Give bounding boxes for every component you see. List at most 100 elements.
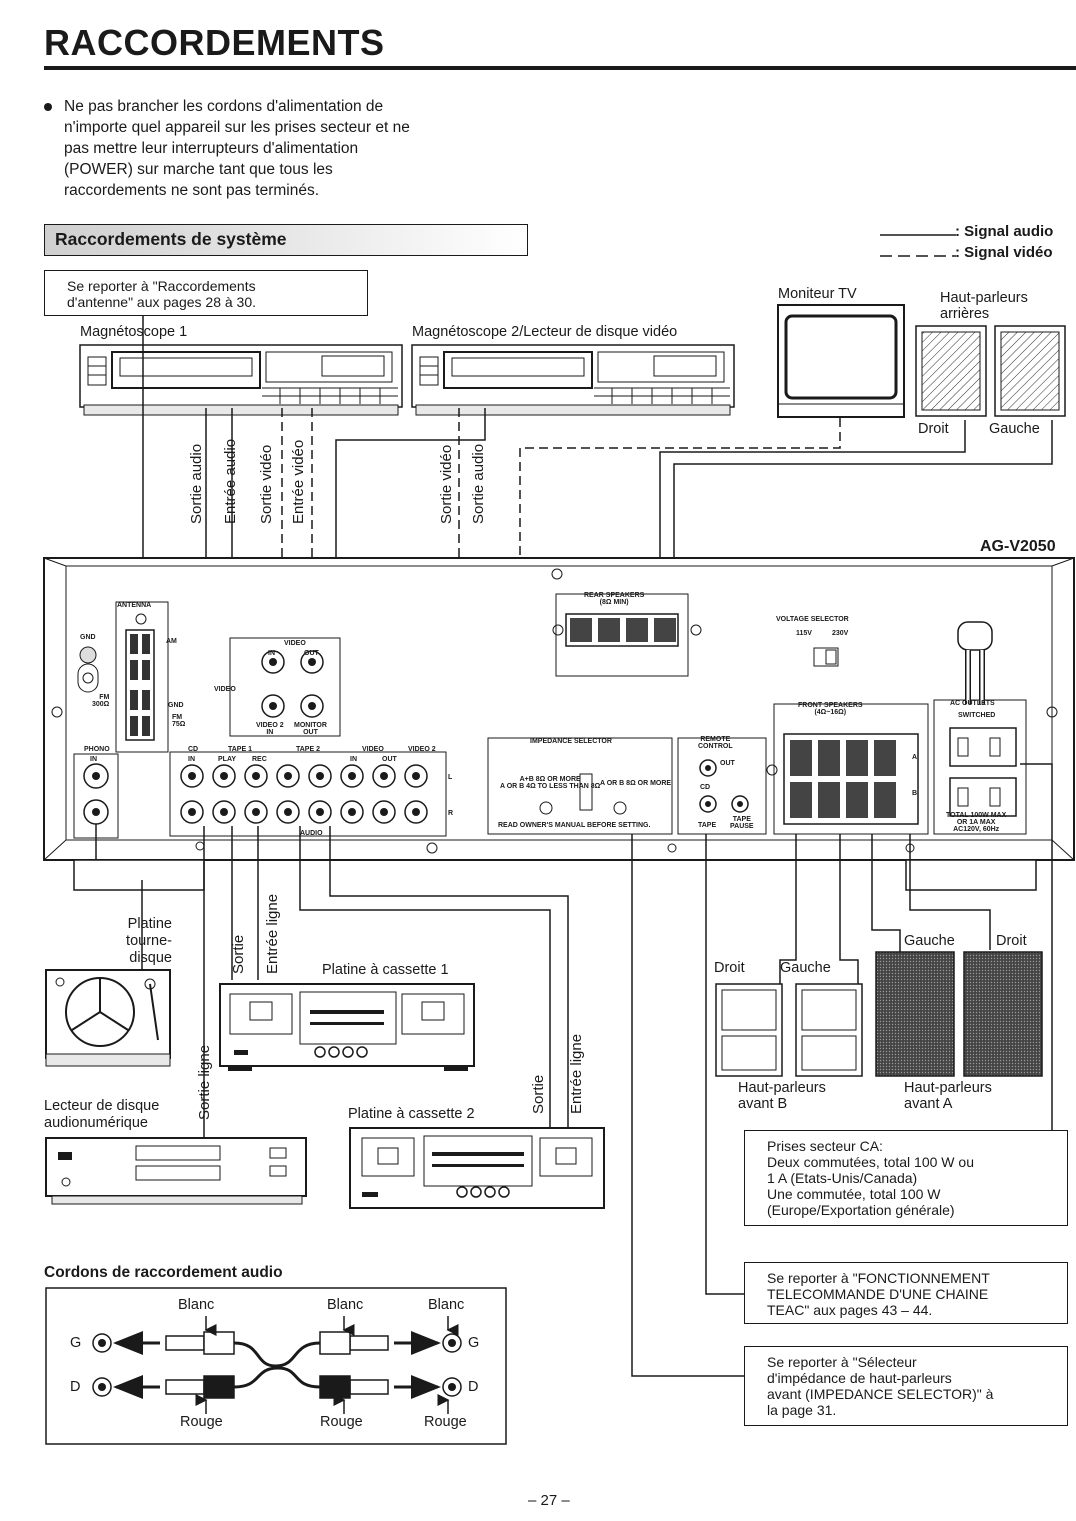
cords-title: Cordons de raccordement audio <box>44 1264 283 1281</box>
vcr2-audio-out-label: Sortie audio <box>470 443 487 524</box>
legend-audio: : Signal audio <box>955 223 1054 240</box>
cord-red-1: Rouge <box>180 1414 223 1430</box>
panel-video-side: VIDEO <box>214 686 236 693</box>
panel-fm75: FM 75Ω <box>172 714 186 728</box>
section-header: Raccordements de système <box>44 224 528 256</box>
panel-cd-in: IN <box>188 756 195 763</box>
panel-remote-tape-pause: TAPE PAUSE <box>730 816 754 830</box>
panel-audio: AUDIO <box>300 830 323 837</box>
rear-left-label: Gauche <box>989 421 1040 437</box>
panel-antenna: ANTENNA <box>117 602 152 609</box>
panel-r: R <box>448 810 454 817</box>
cord-red-2: Rouge <box>320 1414 363 1430</box>
cassette-deck-2 <box>349 1127 605 1209</box>
cassette1-label: Platine à cassette 1 <box>322 962 449 978</box>
panel-video-out: OUT <box>304 650 319 657</box>
panel-video1: VIDEO <box>362 746 384 753</box>
panel-tape2: TAPE 2 <box>296 746 320 753</box>
section-title: Raccordements de système <box>55 229 287 249</box>
legend-video: : Signal vidéo <box>955 244 1053 261</box>
tape2-line-in-label: Entrée ligne <box>568 1033 585 1114</box>
cord-white-1: Blanc <box>178 1297 215 1313</box>
front-b-left-label: Gauche <box>780 960 831 976</box>
note-ac-outlets: Prises secteur CA: Deux commutées, total… <box>744 1130 1068 1226</box>
panel-fm300: FM 300Ω <box>92 694 110 708</box>
cord-g-left: G <box>70 1335 82 1351</box>
panel-remote-out: OUT <box>720 760 735 767</box>
cord-red-3: Rouge <box>424 1414 467 1430</box>
vcr1-video-in-label: Entrée vidéo <box>290 439 307 524</box>
tape2-out-label: Sortie <box>530 1074 547 1114</box>
panel-230v: 230V <box>832 630 849 637</box>
panel-play: PLAY <box>218 756 237 763</box>
note-remote: Se reporter à "FONCTIONNEMENT TELECOMMAN… <box>744 1262 1068 1324</box>
legend-lines <box>880 234 956 257</box>
cassette2-label: Platine à cassette 2 <box>348 1106 475 1122</box>
panel-a: A <box>912 754 918 761</box>
front-a-label: Haut-parleurs avant A <box>904 1080 992 1112</box>
cord-d-left: D <box>70 1379 81 1395</box>
tape1-out-label: Sortie <box>230 934 247 974</box>
panel-phono-in: IN <box>90 756 97 763</box>
title-rule <box>44 66 1076 70</box>
cd-label: Lecteur de disque audionumérique <box>44 1098 160 1131</box>
panel-switched: SWITCHED <box>958 712 996 719</box>
vcr1-audio-out-label: Sortie audio <box>188 443 205 524</box>
panel-ac-outlets: AC OUTLETS <box>950 700 995 707</box>
panel-phono: PHONO <box>84 746 110 753</box>
front-b-label: Haut-parleurs avant B <box>738 1080 826 1112</box>
panel-voltage-selector: VOLTAGE SELECTOR <box>776 616 849 623</box>
cord-white-2: Blanc <box>327 1297 364 1313</box>
turntable <box>45 969 171 1067</box>
panel-am: AM <box>166 638 177 645</box>
front-speakers-a <box>875 951 1043 1077</box>
vcr1 <box>79 344 403 416</box>
panel-gnd2: GND <box>168 702 184 709</box>
panel-cd: CD <box>188 746 199 753</box>
cord-white-3: Blanc <box>428 1297 465 1313</box>
panel-video2-in: VIDEO 2 IN <box>256 722 284 736</box>
panel-imp-right: A OR B 8Ω OR MORE <box>600 780 672 787</box>
warning-text: Ne pas brancher les cordons d'alimentati… <box>64 98 410 199</box>
tv-monitor <box>777 304 905 418</box>
panel-b: B <box>912 790 918 797</box>
panel-total: TOTAL 100W MAX OR 1A MAX AC120V, 60Hz <box>946 812 1007 833</box>
panel-remote-cd: CD <box>700 784 711 791</box>
turntable-label: Platine tourne- disque <box>126 916 172 966</box>
cord-diagram <box>45 1287 507 1445</box>
panel-remote-control: REMOTE CONTROL <box>698 736 733 750</box>
panel-vout: OUT <box>382 756 397 763</box>
page-title: RACCORDEMENTS <box>44 22 385 63</box>
panel-l: L <box>448 774 453 781</box>
panel-rear-speakers: REAR SPEAKERS (8Ω MIN) <box>584 592 645 606</box>
note-antenna: Se reporter à "Raccordements d'antenne" … <box>44 270 368 316</box>
panel-remote-tape: TAPE <box>698 822 717 829</box>
monitor-label: Moniteur TV <box>778 286 857 302</box>
vcr2-label: Magnétoscope 2/Lecteur de disque vidéo <box>412 324 678 340</box>
vcr2 <box>411 344 735 416</box>
warning-note: Ne pas brancher les cordons d'alimentati… <box>44 96 524 201</box>
panel-monitor-out: MONITOR OUT <box>294 722 327 736</box>
rear-speakers <box>915 325 1066 417</box>
panel-impedance-selector: IMPEDANCE SELECTOR <box>530 738 612 745</box>
vcr1-video-out-label: Sortie vidéo <box>258 444 275 524</box>
vcr1-label: Magnétoscope 1 <box>80 324 188 340</box>
front-speakers-b <box>715 983 863 1077</box>
panel-video: VIDEO <box>284 640 306 647</box>
cables-lower <box>95 763 1053 1377</box>
page-number: – 27 – <box>528 1492 570 1509</box>
panel-gnd: GND <box>80 634 96 641</box>
panel-imp-left: A+B 8Ω OR MORE A OR B 4Ω TO LESS THAN 8Ω <box>500 776 601 790</box>
note-impedance: Se reporter à "Sélecteur d'impédance de … <box>744 1346 1068 1426</box>
cord-g-right: G <box>468 1335 480 1351</box>
rear-right-label: Droit <box>918 421 949 437</box>
panel-tape1: TAPE 1 <box>228 746 252 753</box>
panel-imp-read: READ OWNER'S MANUAL BEFORE SETTING. <box>498 822 651 829</box>
panel-rec: REC <box>252 756 267 763</box>
vcr2-video-out-label: Sortie vidéo <box>438 444 455 524</box>
panel-video2: VIDEO 2 <box>408 746 436 753</box>
panel-115v: 115V <box>796 630 812 637</box>
panel-vin: IN <box>350 756 357 763</box>
front-b-right-label: Droit <box>714 960 745 976</box>
